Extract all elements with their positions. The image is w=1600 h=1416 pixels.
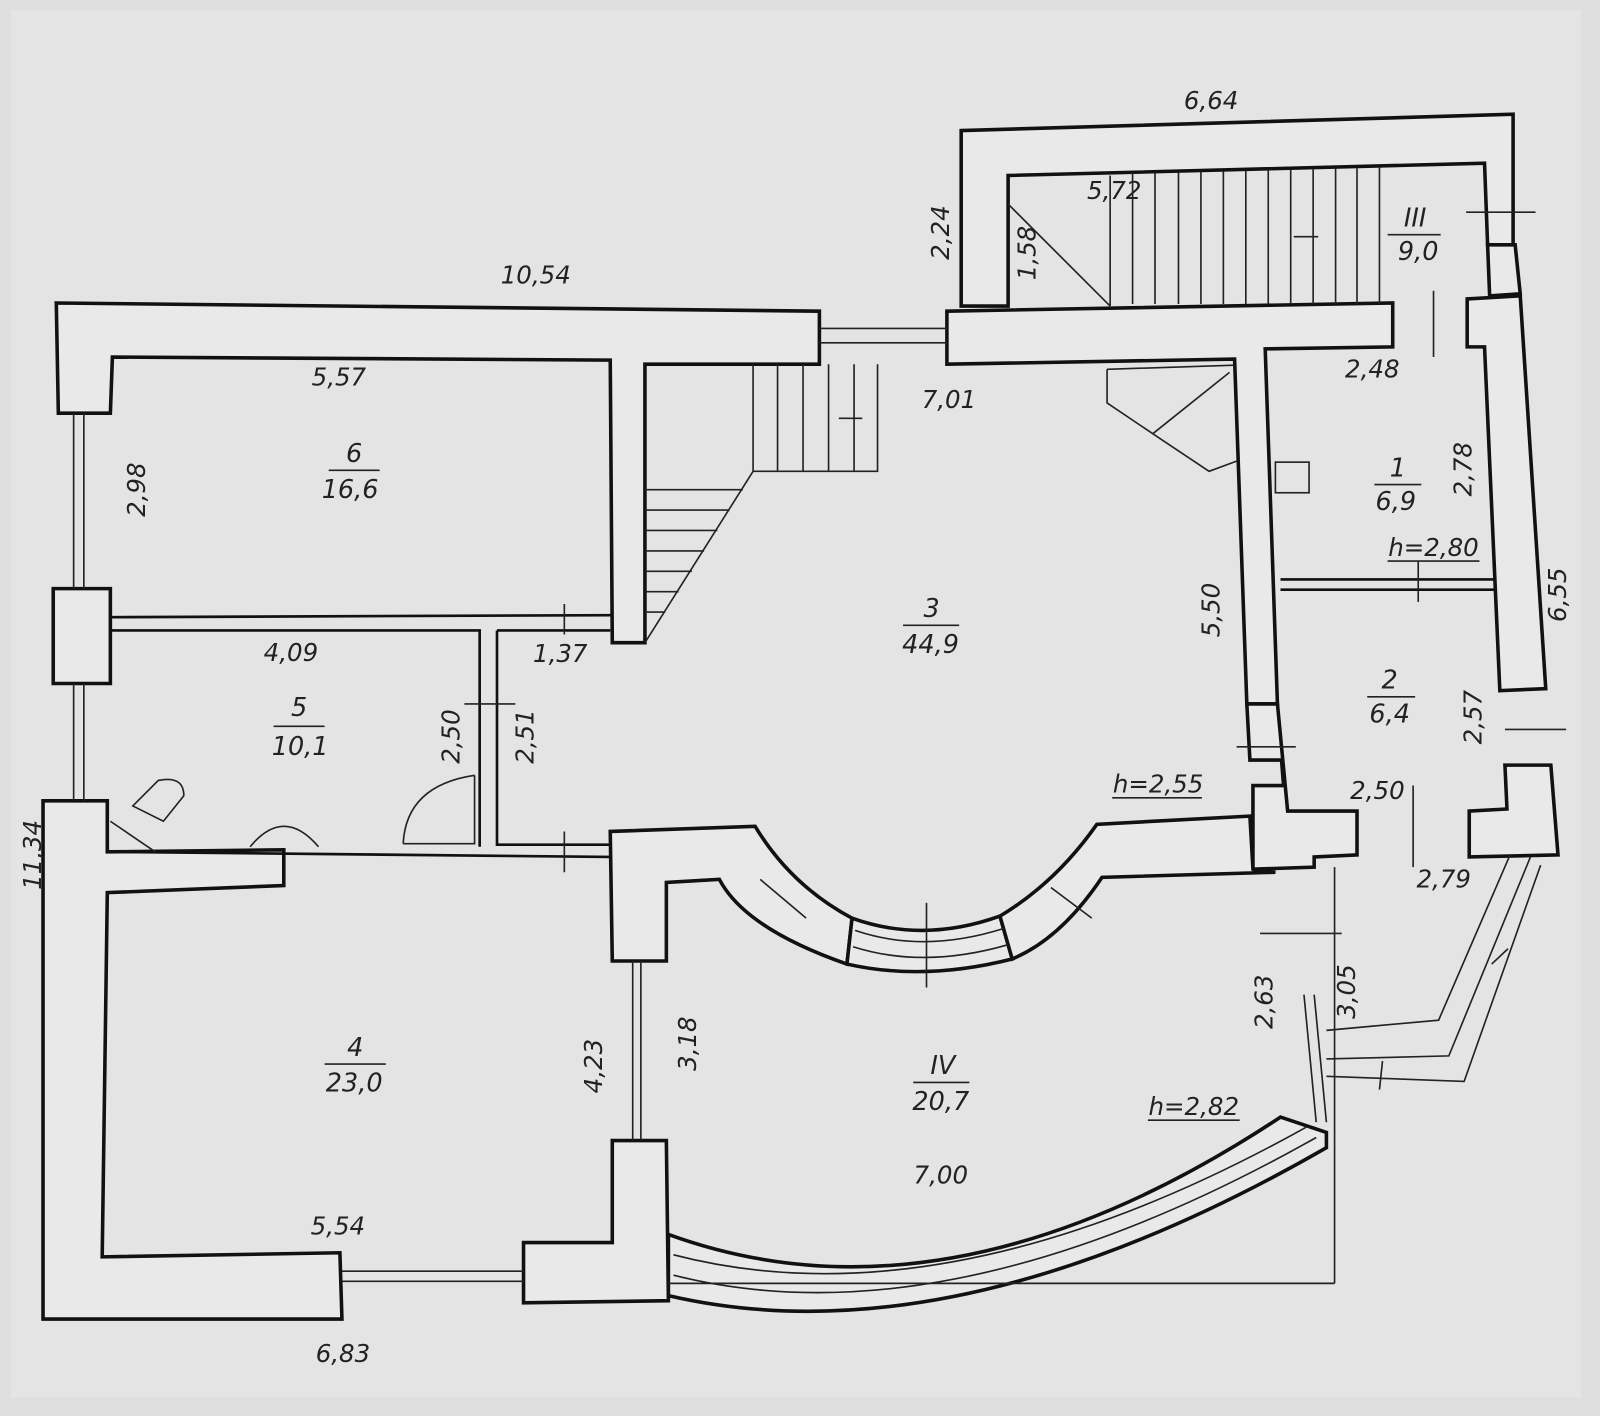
wall-room2-bottom <box>1244 702 1359 872</box>
window-iv-right <box>1303 994 1328 1123</box>
shower-tray <box>402 774 476 845</box>
room-number: 5 <box>291 693 307 723</box>
dimension-label: 2,79 <box>1416 865 1470 894</box>
wall-left-pier <box>51 586 113 686</box>
stairs-main <box>1007 167 1381 307</box>
room-area: 44,9 <box>902 630 959 660</box>
wall-middle-pier <box>608 824 854 967</box>
wall-left-lower <box>41 799 344 1321</box>
ceiling-heights: h=2,55 h=2,80 h=2,82 <box>1112 533 1480 1121</box>
height-label: h=2,55 <box>1113 770 1204 799</box>
partition-corridor <box>495 629 611 847</box>
room-number: 4 <box>347 1033 363 1063</box>
room-number: III <box>1404 203 1427 233</box>
dimension-label: 3,18 <box>673 1016 702 1070</box>
dimension-label: 6,64 <box>1184 86 1238 115</box>
dimension-labels: 10,54 6,64 5,72 2,24 1,58 5,57 2,98 7,01… <box>18 86 1572 1368</box>
window-left-2 <box>72 683 85 801</box>
wall-stair-pier <box>1485 243 1523 298</box>
room-III-label: III 9,0 <box>1387 203 1441 267</box>
room-2-label: 26,4 <box>1367 666 1416 729</box>
dimension-label: 2,24 <box>926 205 955 259</box>
dimension-label: 4,09 <box>264 638 318 667</box>
room-area: 23,0 <box>326 1069 383 1099</box>
bay-arc-lines <box>673 1126 1317 1294</box>
dimension-label: 2,48 <box>1345 354 1399 383</box>
drawing-sheet <box>10 10 1582 1398</box>
dimension-label: 1,58 <box>1013 226 1042 280</box>
room-number: 2 <box>1382 666 1398 696</box>
dimension-label: 11,34 <box>18 820 47 890</box>
dimension-label: 6,83 <box>316 1339 370 1368</box>
room-area: 16,6 <box>322 475 379 505</box>
dimension-label: 2,57 <box>1458 690 1487 745</box>
room-number: 6 <box>346 439 362 469</box>
room-1-label: 16,9 <box>1374 453 1422 517</box>
wall-right <box>1465 293 1548 693</box>
height-label: h=2,80 <box>1388 533 1479 562</box>
dimension-label: 5,54 <box>311 1211 365 1240</box>
wall-bottom-pier <box>521 1138 671 1305</box>
porch-lines <box>1326 854 1542 1090</box>
dimension-label: 2,98 <box>122 462 151 516</box>
dimension-label: 10,54 <box>501 261 571 290</box>
wall-top-left <box>54 301 822 645</box>
dimension-label: 7,01 <box>922 385 976 414</box>
room-number: 1 <box>1390 453 1406 483</box>
wall-stair-enclosure <box>959 112 1515 308</box>
window-bottom <box>341 1270 524 1283</box>
room-number: IV <box>930 1051 957 1081</box>
room-area: 10,1 <box>272 732 329 762</box>
partition-6-5 <box>110 613 613 847</box>
dimension-label: 5,72 <box>1087 176 1141 205</box>
dimension-label: 6,55 <box>1543 568 1572 622</box>
room-area: 6,4 <box>1369 699 1410 729</box>
dimension-label: 4,23 <box>579 1039 608 1093</box>
room-area: 6,9 <box>1375 487 1416 517</box>
stairs-inner <box>644 364 879 644</box>
window-room4 <box>631 961 642 1141</box>
dimension-label: 7,00 <box>914 1160 968 1189</box>
details <box>72 167 1567 1294</box>
dimension-label: 2,50 <box>1350 776 1404 805</box>
fireplace <box>1106 364 1237 473</box>
walls <box>41 112 1560 1321</box>
room-area: 20,7 <box>912 1087 969 1117</box>
dimension-label: 5,57 <box>312 363 367 392</box>
dimension-label: 5,50 <box>1196 583 1225 637</box>
radiator <box>1274 461 1310 494</box>
dimension-label: 2,78 <box>1448 442 1477 496</box>
partition-1-2 <box>1280 578 1495 591</box>
window-top <box>819 327 947 344</box>
wall-curved-right <box>997 814 1276 962</box>
wall-bay-arc <box>666 1115 1329 1314</box>
room-3-label: 344,9 <box>902 594 960 660</box>
window-left-1 <box>72 413 85 589</box>
height-label: h=2,82 <box>1149 1092 1240 1121</box>
room-6-label: 616,6 <box>322 439 380 505</box>
room-number: 3 <box>923 594 939 624</box>
room-IV-label: IV 20,7 <box>912 1051 970 1117</box>
wall-right-lower <box>1467 763 1560 859</box>
room-4-label: 423,0 <box>324 1033 386 1099</box>
room-area: 9,0 <box>1398 237 1439 267</box>
dimension-label: 3,05 <box>1332 964 1361 1018</box>
dimension-lines <box>464 211 1567 1285</box>
dimension-label: 1,37 <box>533 639 588 668</box>
sink <box>249 825 320 848</box>
toilet <box>109 778 185 853</box>
dimension-label: 2,63 <box>1249 975 1278 1029</box>
room-5-label: 510,1 <box>272 693 329 762</box>
dimension-label: 2,50 <box>436 709 465 763</box>
dimension-label: 2,51 <box>511 709 540 763</box>
partition-5-4 <box>107 850 611 859</box>
